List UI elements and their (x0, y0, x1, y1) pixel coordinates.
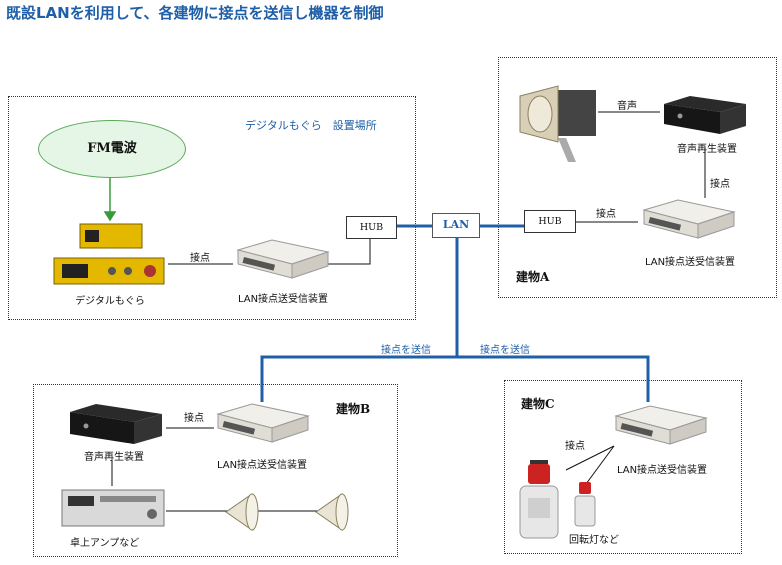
building-c-box (504, 380, 742, 554)
building-c-lan-device-side (669, 417, 707, 445)
building-c-lan-device-panel (620, 423, 654, 437)
fm-arrow-head (103, 211, 117, 222)
building-b-box (33, 384, 398, 557)
building-b-player-top (70, 404, 162, 422)
mogura-upper-display (85, 230, 99, 242)
send-contact-label-right: 接点を送信 (480, 345, 530, 356)
building-b-speaker-2-icon (315, 493, 349, 531)
building-b-player-knob (83, 423, 89, 429)
horn-speaker-body (556, 90, 596, 136)
fm-wave-ellipse: FM電波 (38, 120, 186, 178)
send-contact-label-left: 接点を送信 (381, 345, 431, 356)
speaker-2-mouth (335, 493, 349, 531)
site-hub-box: HUB (346, 216, 397, 239)
lan-box: LAN (432, 213, 480, 238)
building-a-lan-device-image (642, 199, 736, 239)
mogura-knob-3 (144, 265, 156, 277)
building-c-lan-device-image (614, 405, 708, 445)
device-to-hub-line (328, 239, 371, 265)
site-hub-label: HUB (359, 222, 384, 233)
amp-label: 卓上アンプなど (70, 538, 140, 549)
building-a-box (498, 57, 777, 298)
building-b-player-image (70, 404, 162, 444)
mogura-knob-2 (124, 267, 132, 275)
rotating-light-small-icon (574, 482, 596, 527)
building-b-player-label: 音声再生装置 (84, 452, 144, 463)
rotating-light-large-icon (519, 460, 559, 539)
building-b-lan-device-panel (222, 421, 256, 435)
amp-display (68, 496, 94, 506)
building-a-player-front (664, 104, 720, 134)
site-area-box (8, 96, 416, 320)
building-a-label: 建物A (516, 270, 550, 284)
building-b-lan-device-side (271, 415, 309, 443)
rotating-light-large-grille (528, 498, 550, 518)
building-b-label: 建物B (336, 402, 371, 416)
page-title: 既設LANを利用して、各建物に接点を送信し機器を制御 (6, 4, 384, 22)
building-a-player-side (720, 104, 746, 134)
building-a-lan-device-side (697, 211, 735, 239)
lan-line-building-b (260, 355, 457, 402)
lan-label: LAN (442, 218, 470, 231)
building-a-player-label: 音声再生装置 (677, 144, 737, 155)
amp-meter (100, 496, 156, 502)
building-c-label: 建物C (521, 397, 555, 411)
site-lan-device-image (236, 239, 330, 279)
device-c-to-light2-line (585, 445, 615, 485)
building-a-player-image (664, 96, 746, 134)
building-c-lan-device-label: LAN接点送受信装置 (616, 465, 708, 476)
building-b-contact-label: 接点 (184, 413, 204, 424)
rotating-light-small-lamp (579, 482, 591, 494)
digital-mogura-image (53, 223, 165, 285)
building-a-lan-device-label: LAN接点送受信装置 (644, 257, 736, 268)
mogura-knob-1 (108, 267, 116, 275)
building-a-hub-box: HUB (524, 210, 576, 233)
rotating-light-large-lamp (528, 464, 550, 484)
building-a-contact-label-vertical: 接点 (710, 179, 730, 190)
building-c-contact-label: 接点 (565, 441, 585, 452)
speaker-1-mouth (245, 493, 259, 531)
building-a-sound-label: 音声 (617, 101, 637, 112)
site-lan-device-side (291, 251, 329, 279)
building-a-contact-label: 接点 (596, 209, 616, 220)
amp-image (61, 489, 165, 527)
horn-speaker-bracket (558, 138, 576, 162)
horn-speaker-mouth (527, 95, 553, 133)
amp-body (61, 489, 165, 527)
lan-line-building-c (457, 355, 650, 402)
device-c-to-light1-line (565, 445, 615, 471)
rotating-light-large-cap (530, 460, 548, 464)
site-lan-device-label: LAN接点送受信装置 (237, 294, 329, 305)
site-contact-label: 接点 (190, 253, 210, 264)
amp-knob (147, 509, 157, 519)
building-b-lan-device-image (216, 403, 310, 443)
building-b-player-front (70, 412, 134, 444)
building-a-lan-device-panel (648, 217, 682, 231)
building-b-player-side (134, 414, 162, 444)
building-b-lan-device-label: LAN接点送受信装置 (216, 460, 308, 471)
site-lan-device-panel (242, 257, 276, 271)
mogura-lower-display (62, 264, 88, 278)
rotating-light-small-body (574, 495, 596, 527)
fm-wave-label: FM電波 (87, 141, 137, 156)
building-a-hub-label: HUB (538, 216, 562, 227)
site-label: デジタルもぐら 設置場所 (245, 119, 377, 132)
building-a-player-knob (677, 113, 683, 119)
building-b-speaker-1-icon (225, 493, 259, 531)
horn-speaker-image (519, 85, 596, 162)
building-a-player-top (664, 96, 746, 112)
rotating-light-label: 回転灯など (569, 535, 619, 546)
digital-mogura-label: デジタルもぐら (75, 296, 145, 307)
